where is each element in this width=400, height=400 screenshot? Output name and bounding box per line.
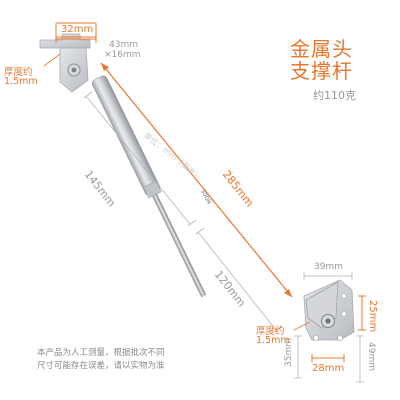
bottom-side-b-line [358, 295, 366, 331]
bottom-side-a-line [294, 335, 302, 379]
disclaimer-line1: 本产品为人工测量，根据批次不同 [37, 348, 165, 358]
bottom-bracket-width-label: 39mm [314, 262, 343, 272]
cylinder-body [91, 75, 162, 199]
top-thickness-value: 1.5mm [4, 76, 38, 87]
bottom-thickness-value: 1.5mm [256, 335, 290, 346]
product-title-line1: 金属头 [290, 37, 353, 61]
bottom-side-a-label: 35mm [284, 338, 294, 367]
bottom-hole-spacing-line [311, 354, 345, 362]
top-bracket-width-label: 32mm [61, 24, 94, 35]
bottom-hole-spacing-label: 28mm [312, 363, 345, 374]
bottom-side-b-label: 25mm [367, 300, 378, 333]
bottom-side-c-label: 49mm [366, 342, 376, 371]
total-length-line [100, 62, 293, 298]
piston-rod [152, 193, 207, 298]
top-thickness-pointer [43, 53, 61, 67]
bottom-bracket [303, 279, 355, 341]
bottom-thickness-label: 厚度约 [256, 326, 285, 337]
disclaimer-line2: 尺寸可能存在误差，请以实物为准 [37, 361, 165, 371]
top-bracket-width-box [55, 22, 97, 38]
rod-length-line [195, 227, 283, 333]
top-bracket-depth-label: ×16mm [104, 50, 141, 60]
bottom-side-c-line [356, 335, 364, 383]
top-bracket-height-label: 43mm [109, 40, 138, 50]
product-title-line2: 支撑杆 [290, 59, 353, 83]
bottom-bracket-width-line [303, 272, 353, 280]
bottom-thickness-pointer [293, 321, 311, 331]
top-thickness-label: 厚度约 [4, 67, 33, 78]
product-weight: 约110克 [313, 89, 356, 102]
top-bracket-depth-value: 16mm [111, 50, 141, 60]
cylinder-length-line [83, 91, 197, 227]
